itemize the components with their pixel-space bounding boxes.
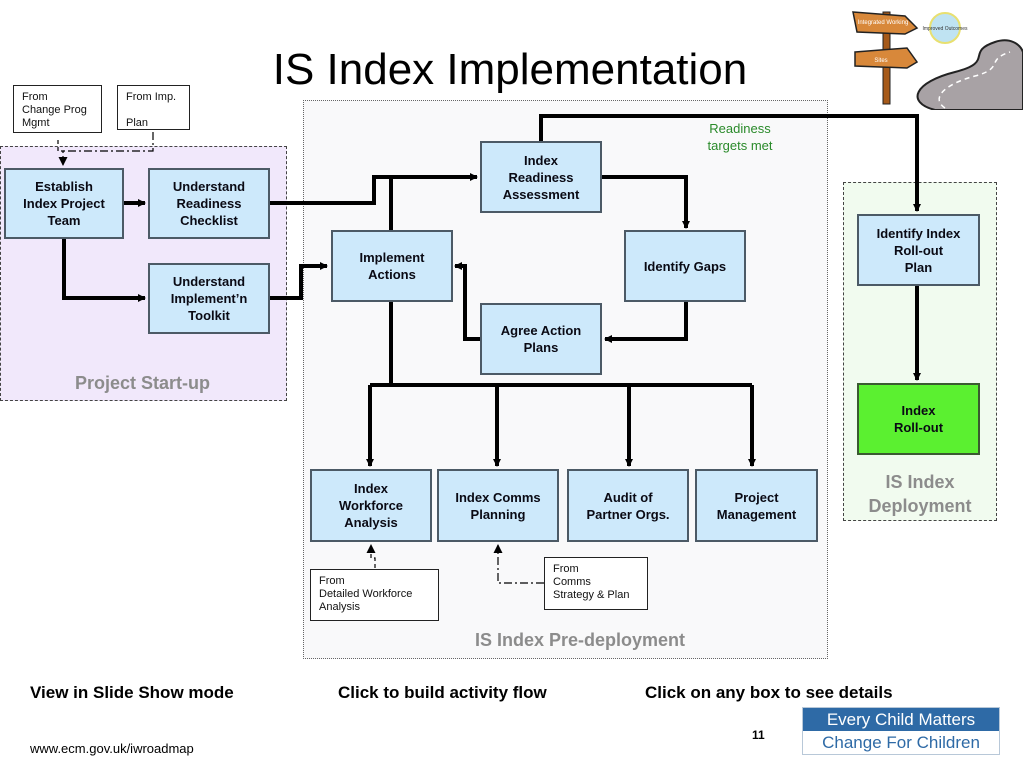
box-details-hint: Click on any box to see details [645,683,893,702]
build-flow-hint: Click to build activity flow [338,683,547,702]
page-number: 11 [752,728,765,742]
brand-bottom: Change For Children [803,731,999,754]
note-change-prog[interactable]: From Change Prog Mgmt [13,85,102,133]
region-label-predeploy: IS Index Pre-deployment [474,630,686,650]
slideshow-hint: View in Slide Show mode [30,683,234,702]
brand-top: Every Child Matters [803,708,999,731]
signpost-top-label: Integrated Working [858,20,909,26]
box-identify-gaps[interactable]: Identify Gaps [624,230,746,302]
box-implementation-toolkit[interactable]: Understand Implement’n Toolkit [148,263,270,334]
sun-label: Improved Outcomes [922,26,968,32]
note-workforce[interactable]: From Detailed Workforce Analysis [310,569,439,621]
website-link[interactable]: www.ecm.gov.uk/iwroadmap [30,741,194,756]
signpost-bottom-label: Sites [874,58,887,64]
region-label-deploy: IS Index Deployment [868,472,972,516]
box-index-rollout[interactable]: Index Roll-out [857,383,980,455]
note-comms[interactable]: From Comms Strategy & Plan [544,557,648,610]
box-audit-partners[interactable]: Audit of Partner Orgs. [567,469,689,542]
box-comms-planning[interactable]: Index Comms Planning [437,469,559,542]
box-readiness-assessment[interactable]: Index Readiness Assessment [480,141,602,213]
ecm-brand-logo: Every Child Matters Change For Children [802,707,1000,755]
signpost-road-icon: Integrated Working Sites Improved Outcom… [852,11,1024,111]
box-readiness-checklist[interactable]: Understand Readiness Checklist [148,168,270,239]
box-rollout-plan[interactable]: Identify Index Roll-out Plan [857,214,980,286]
box-project-management[interactable]: Project Management [695,469,818,542]
page-title: IS Index Implementation [272,45,748,94]
box-implement-actions[interactable]: Implement Actions [331,230,453,302]
box-workforce-analysis[interactable]: Index Workforce Analysis [310,469,432,542]
region-label-startup: Project Start-up [74,373,211,393]
roadmap-logo: Integrated Working Sites Improved Outcom… [845,2,1024,111]
note-imp-plan[interactable]: From Imp. Plan [117,85,190,130]
readiness-met-label: Readiness targets met [707,121,773,153]
box-establish-team[interactable]: Establish Index Project Team [4,168,124,239]
box-agree-action-plans[interactable]: Agree Action Plans [480,303,602,375]
